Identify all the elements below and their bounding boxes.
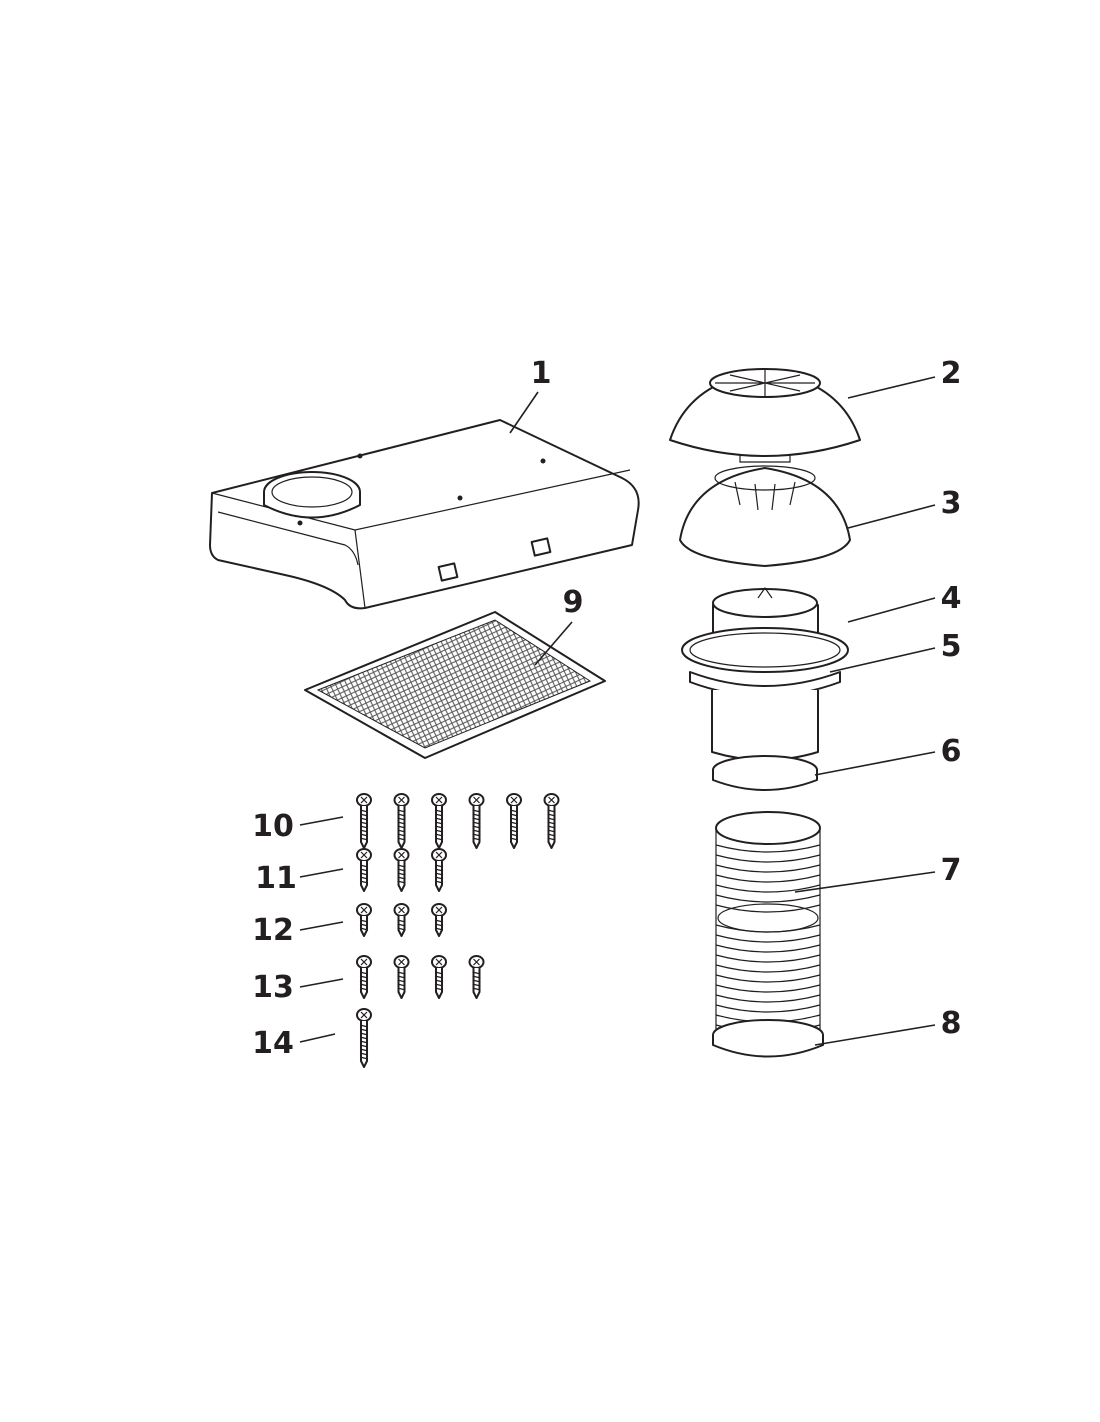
callout-9: 9 <box>563 585 584 620</box>
callout-13: 13 <box>252 970 294 1005</box>
duct-rib <box>715 894 821 903</box>
duct-rib <box>715 844 821 853</box>
duct-rib <box>715 1004 821 1013</box>
vent-cap-top-drawing <box>669 368 861 463</box>
flexible-duct-drawing <box>715 811 821 1033</box>
callout-6: 6 <box>941 734 962 769</box>
callout-labels: 1 2 3 4 5 6 7 8 9 10 11 12 13 14 <box>252 356 961 1061</box>
hose-clamp-lower-drawing <box>712 1019 824 1058</box>
callout-7: 7 <box>941 853 962 888</box>
callout-2: 2 <box>941 356 962 391</box>
duct-rib <box>715 974 821 983</box>
hose-clamp-upper-drawing <box>712 755 818 791</box>
callout-11: 11 <box>255 861 297 896</box>
duct-rib <box>715 854 821 863</box>
screw-11 <box>356 848 372 892</box>
callout-12: 12 <box>252 913 294 948</box>
leader-lines <box>299 376 936 1046</box>
vent-cap-cover-drawing <box>679 465 851 567</box>
screw-13 <box>356 955 372 999</box>
duct-rib <box>715 904 821 913</box>
damper-flange-drawing <box>681 586 849 761</box>
duct-rib <box>715 934 821 943</box>
screw-11 <box>393 848 410 892</box>
screws <box>356 793 560 1068</box>
callout-3: 3 <box>941 486 962 521</box>
screw-13 <box>431 955 447 999</box>
duct-rib <box>715 884 821 893</box>
callout-4: 4 <box>941 581 962 616</box>
duct-rib <box>715 954 821 963</box>
screw-10 <box>431 793 447 849</box>
duct-rib <box>715 964 821 973</box>
screw-12 <box>356 903 372 937</box>
screw-11 <box>431 848 447 892</box>
screw-12 <box>393 903 410 937</box>
duct-rib <box>715 864 821 873</box>
range-hood-drawing <box>209 419 640 610</box>
duct-rib <box>715 944 821 953</box>
screw-10 <box>506 793 522 849</box>
callout-5: 5 <box>941 629 962 664</box>
screw-10 <box>468 793 485 849</box>
duct-rib <box>715 984 821 993</box>
duct-rib <box>715 874 821 883</box>
callout-14: 14 <box>252 1026 294 1061</box>
callout-8: 8 <box>941 1006 962 1041</box>
screw-13 <box>393 955 410 999</box>
grease-filter-drawing <box>304 611 606 759</box>
duct-rib <box>715 994 821 1003</box>
screw-10 <box>393 793 410 849</box>
screw-10 <box>356 793 372 849</box>
screw-12 <box>431 903 447 937</box>
screw-13 <box>468 955 485 999</box>
duct-rib <box>715 924 821 933</box>
screw-14 <box>356 1008 372 1068</box>
callout-10: 10 <box>252 809 294 844</box>
callout-1: 1 <box>531 356 552 391</box>
screw-10 <box>543 793 560 849</box>
